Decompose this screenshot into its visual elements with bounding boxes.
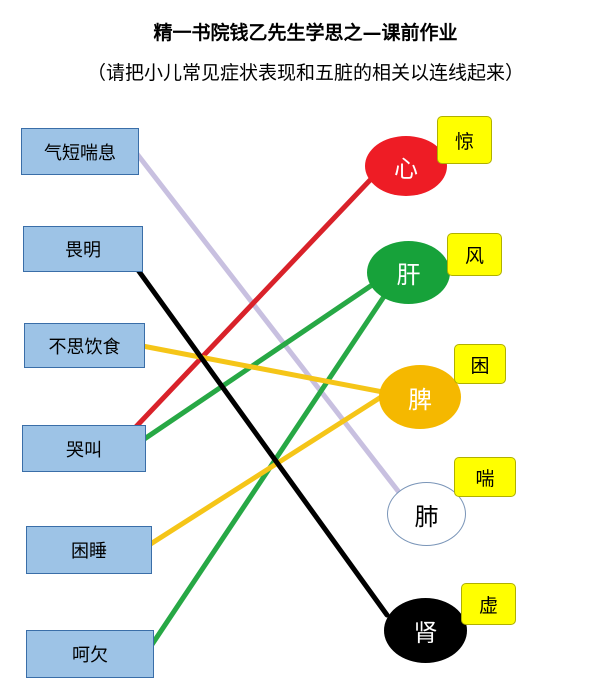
connection-line-2 [129, 341, 391, 396]
organ-circle-3: 肺 [387, 482, 466, 546]
symptom-box-0: 气短喘息 [21, 128, 139, 175]
organ-circle-4: 肾 [384, 598, 467, 663]
connection-line-3 [128, 175, 375, 435]
page-subtitle: （请把小儿常见症状表现和五脏的相关以连线起来） [86, 62, 524, 84]
symptom-box-1: 畏明 [23, 226, 143, 272]
organ-tag-3: 喘 [454, 457, 516, 497]
symptom-box-3: 哭叫 [22, 425, 146, 472]
organ-tag-1: 风 [447, 233, 502, 276]
symptom-box-4: 困睡 [26, 526, 152, 574]
organ-tag-0: 惊 [437, 116, 492, 164]
organ-circle-1: 肝 [367, 241, 450, 304]
organ-tag-2: 困 [454, 344, 506, 384]
organ-circle-0: 心 [365, 136, 447, 196]
connection-line-1 [122, 249, 390, 618]
organ-tag-4: 虚 [461, 583, 516, 625]
connection-line-0 [131, 147, 408, 503]
symptom-box-2: 不思饮食 [24, 323, 145, 368]
symptom-box-5: 呵欠 [26, 630, 154, 678]
organ-circle-2: 脾 [379, 365, 461, 429]
connection-line-5 [135, 389, 392, 555]
page-title: 精一书院钱乙先生学思之—课前作业 [153, 22, 458, 44]
